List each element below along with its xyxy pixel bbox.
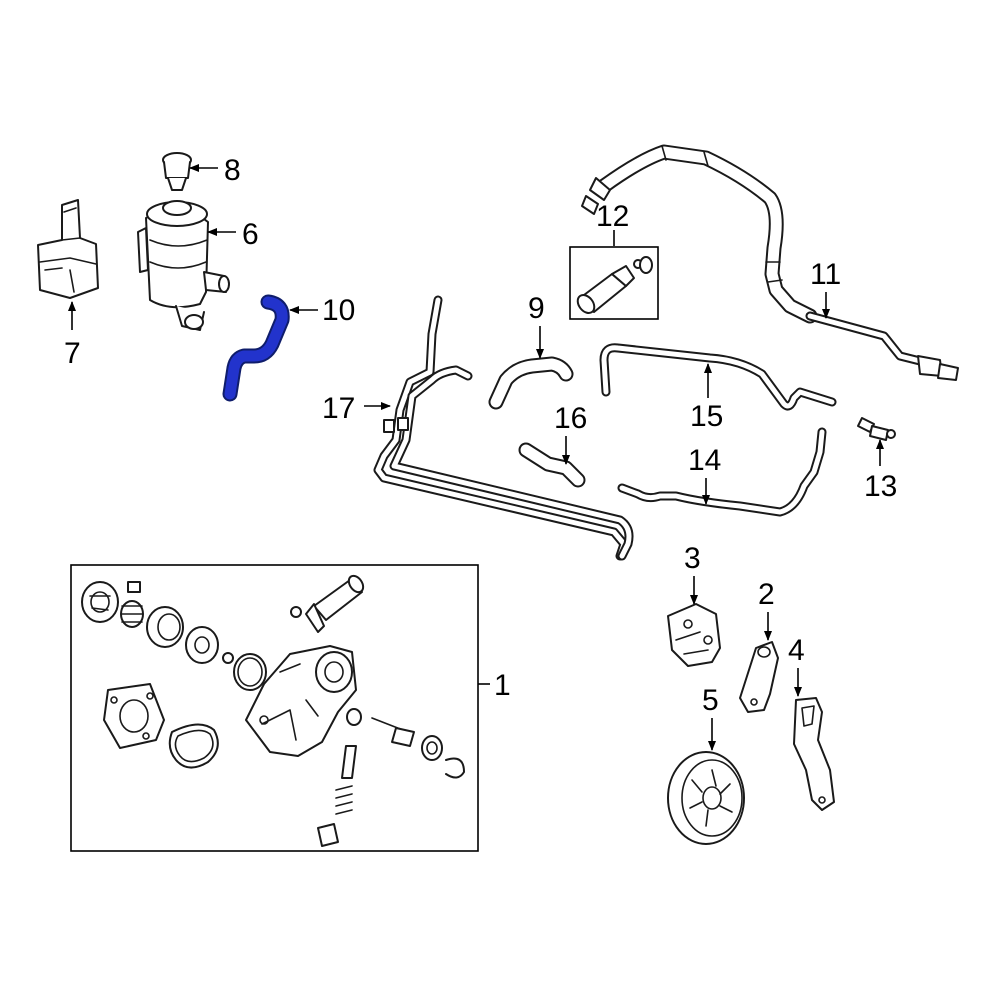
part-6-reservoir[interactable] <box>137 200 230 331</box>
part-4-bracket[interactable] <box>793 697 835 811</box>
part-12-box <box>569 246 659 320</box>
part-7-heat-shield[interactable] <box>37 199 99 299</box>
part-5-pulley[interactable] <box>667 751 745 845</box>
callout-17: 17 <box>322 392 355 425</box>
callout-14: 14 <box>688 444 721 477</box>
leader-lines <box>68 164 884 751</box>
callout-2: 2 <box>758 578 775 611</box>
callout-3: 3 <box>684 542 701 575</box>
part-16-hose[interactable] <box>518 442 586 488</box>
part-13-fitting[interactable] <box>857 417 896 441</box>
callout-12: 12 <box>596 200 629 233</box>
callout-13: 13 <box>864 470 897 503</box>
part-17-cooler-lines[interactable] <box>373 295 634 561</box>
callout-9: 9 <box>528 292 545 325</box>
callout-5: 5 <box>702 684 719 717</box>
part-9-hose[interactable] <box>488 356 574 410</box>
callout-1: 1 <box>494 669 511 702</box>
callout-16: 16 <box>554 402 587 435</box>
callout-labels: 8 6 7 10 12 9 11 15 14 16 13 17 1 3 2 4 … <box>64 154 897 717</box>
part-8-reservoir-cap[interactable] <box>162 152 192 191</box>
callout-15: 15 <box>690 400 723 433</box>
part-2-bracket[interactable] <box>739 641 779 713</box>
callout-6: 6 <box>242 218 259 251</box>
part-15-return-tube[interactable] <box>599 343 837 411</box>
callout-4: 4 <box>788 634 805 667</box>
callout-8: 8 <box>224 154 241 187</box>
callout-7: 7 <box>64 337 81 370</box>
part-1-box <box>70 564 479 852</box>
part-11-pressure-hose[interactable] <box>581 144 959 381</box>
callout-11: 11 <box>810 258 841 291</box>
part-14-cooler-tube[interactable] <box>617 427 827 517</box>
callout-10: 10 <box>322 294 355 327</box>
part-12-valve[interactable] <box>574 256 653 316</box>
part-1-pump-assembly[interactable] <box>81 573 465 847</box>
part-10-return-hose-highlighted[interactable] <box>222 294 290 402</box>
part-3-bracket[interactable] <box>667 603 721 667</box>
